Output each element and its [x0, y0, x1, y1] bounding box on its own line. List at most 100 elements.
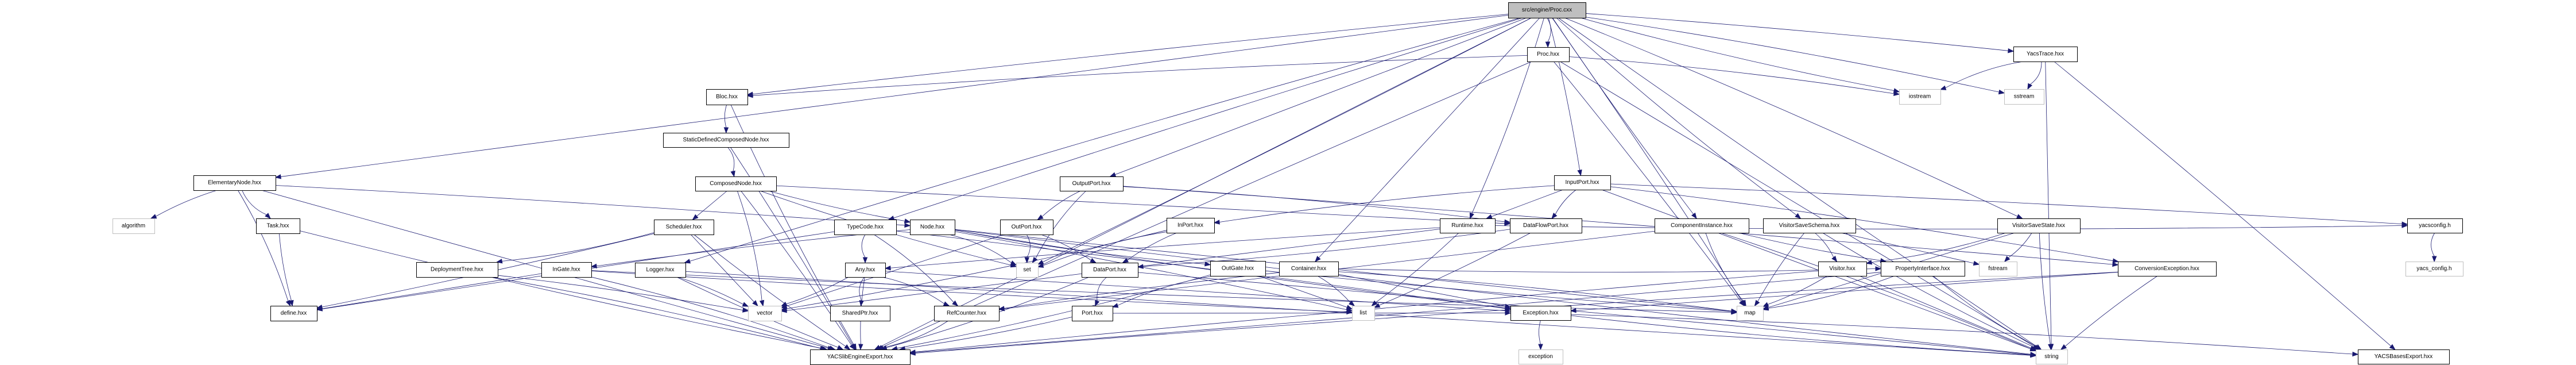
node-deploymenttree[interactable]: DeploymentTree.hxx [416, 262, 498, 278]
node-label: algorithm [122, 223, 145, 229]
node-box [1510, 306, 1571, 321]
node-box [2004, 89, 2044, 105]
node-yacsconfig[interactable]: yacsconfig.h [2407, 218, 2463, 233]
node-box [1510, 218, 1582, 233]
node-box [845, 263, 886, 278]
edge-line [1042, 17, 1532, 263]
edge-line [1378, 232, 1531, 306]
node-refcounter[interactable]: RefCounter.hxx [934, 306, 1000, 321]
edge-line [885, 271, 1506, 311]
edge-line [275, 185, 905, 226]
arrowhead-icon [590, 263, 597, 269]
edge-line [1258, 275, 1347, 308]
node-sharedptr[interactable]: SharedPtr.hxx [830, 306, 890, 321]
node-any[interactable]: Any.hxx [845, 263, 886, 278]
edge-line [1491, 189, 1563, 217]
edge-conversionexception-to-string [2060, 275, 2158, 350]
node-elementary[interactable]: ElementaryNode.hxx [193, 175, 276, 191]
node-ingate[interactable]: InGate.hxx [541, 262, 592, 278]
edge-line [2054, 61, 2392, 347]
node-label: ElementaryNode.hxx [208, 180, 261, 186]
arrowhead-icon [684, 259, 691, 264]
edge-elementary-to-define [238, 190, 291, 307]
node-container[interactable]: Container.hxx [1279, 262, 1339, 276]
node-exception-hxx[interactable]: Exception.hxx [1510, 306, 1571, 321]
arrowhead-icon [746, 93, 753, 98]
edge-yacstrace-to-iostream [1939, 61, 2024, 90]
node-outgate[interactable]: OutGate.hxx [1210, 261, 1266, 276]
node-staticdef[interactable]: StaticDefinedComposedNode.hxx [663, 133, 789, 148]
edge-dataflowport-to-dataport [1137, 229, 1510, 269]
edge-line [881, 61, 1532, 348]
node-node[interactable]: Node.hxx [910, 220, 955, 235]
edge-line [1767, 275, 1828, 305]
node-logger[interactable]: Logger.hxx [635, 263, 686, 278]
node-fstream: fstream [1979, 262, 2017, 276]
node-label: Exception.hxx [1523, 310, 1558, 316]
node-inputport[interactable]: InputPort.hxx [1554, 175, 1611, 190]
node-visitorsavestate[interactable]: VisitorSaveState.hxx [1997, 218, 2081, 233]
edge-line [1539, 320, 1541, 345]
node-box [270, 306, 317, 321]
edge-outgate-to-port [1111, 275, 1214, 308]
node-box [934, 306, 1000, 321]
edge-line [1004, 272, 1280, 309]
edge-task-to-yacslibengineexport [299, 230, 828, 351]
edge-proc_hxx-to-iostream [1568, 56, 1900, 97]
node-yacslibengineexport[interactable]: YACSlibEngineExport.hxx [810, 349, 911, 365]
edge-line [1122, 186, 1505, 222]
node-outputport[interactable]: OutputPort.hxx [1060, 176, 1124, 191]
edge-root-to-container [1315, 17, 1540, 263]
arrowhead-icon [1469, 212, 1474, 220]
node-compinst[interactable]: ComponentInstance.hxx [1655, 218, 1749, 233]
node-scheduler[interactable]: Scheduler.hxx [654, 220, 714, 235]
arrowhead-icon [1939, 85, 1947, 90]
node-inport[interactable]: InPort.hxx [1167, 218, 1215, 233]
node-bloc[interactable]: Bloc.hxx [706, 89, 748, 105]
edge-line [1547, 17, 1551, 43]
node-outport[interactable]: OutPort.hxx [1000, 220, 1053, 235]
edge-line [1376, 232, 1459, 303]
node-yacsbasesexport[interactable]: YACSBasesExport.hxx [2358, 349, 2450, 364]
node-box [1000, 220, 1053, 235]
node-label: OutputPort.hxx [1072, 180, 1111, 187]
node-dataport[interactable]: DataPort.hxx [1082, 263, 1138, 278]
edge-compinst-to-propertyinterface [1738, 232, 1887, 263]
edge-line [954, 229, 1732, 312]
node-box [810, 349, 911, 365]
node-set: set [1016, 263, 1039, 278]
node-runtime[interactable]: Runtime.hxx [1440, 218, 1496, 233]
node-visitorsaveschema[interactable]: VisitorSaveSchema.hxx [1763, 218, 1856, 233]
node-conversionexception[interactable]: ConversionException.hxx [2118, 262, 2217, 276]
node-box [1899, 89, 1941, 105]
edge-visitorsavestate-to-fstream [2004, 232, 2032, 263]
node-box [1763, 218, 1856, 233]
node-typecode[interactable]: TypeCode.hxx [834, 220, 897, 235]
edge-inputport-to-conversionexception [1610, 186, 2119, 263]
node-visitor[interactable]: Visitor.hxx [1818, 262, 1867, 276]
node-propertyinterface[interactable]: PropertyInterface.hxx [1881, 262, 1965, 276]
node-sstream: sstream [2004, 89, 2044, 105]
edge-root-to-yacstrace [1585, 13, 2015, 53]
edge-visitorsaveschema-to-visitor [1814, 232, 1838, 263]
edge-root-to-bloc [746, 14, 1509, 97]
arrowhead-icon [1373, 303, 1381, 308]
edge-scheduler-to-vector [690, 234, 758, 307]
edge-line [1471, 17, 1544, 214]
node-port[interactable]: Port.hxx [1072, 306, 1113, 321]
edge-line [727, 147, 735, 172]
node-root[interactable]: src/engine/Proc.cxx [1508, 2, 1586, 18]
node-proc-hxx[interactable]: Proc.hxx [1527, 47, 1570, 62]
node-label: YacsTrace.hxx [2027, 51, 2064, 57]
node-box [1527, 47, 1570, 62]
edge-line [1548, 17, 1581, 171]
edge-line [882, 320, 948, 348]
node-box [1352, 306, 1375, 321]
node-composed[interactable]: ComposedNode.hxx [695, 176, 777, 191]
arrowhead-icon [723, 127, 729, 134]
node-yacstrace[interactable]: YacsTrace.hxx [2013, 47, 2078, 62]
node-task[interactable]: Task.hxx [256, 218, 300, 234]
node-define[interactable]: define.hxx [270, 306, 317, 321]
node-dataflowport[interactable]: DataFlowPort.hxx [1510, 218, 1582, 233]
edge-line [2045, 61, 2052, 345]
